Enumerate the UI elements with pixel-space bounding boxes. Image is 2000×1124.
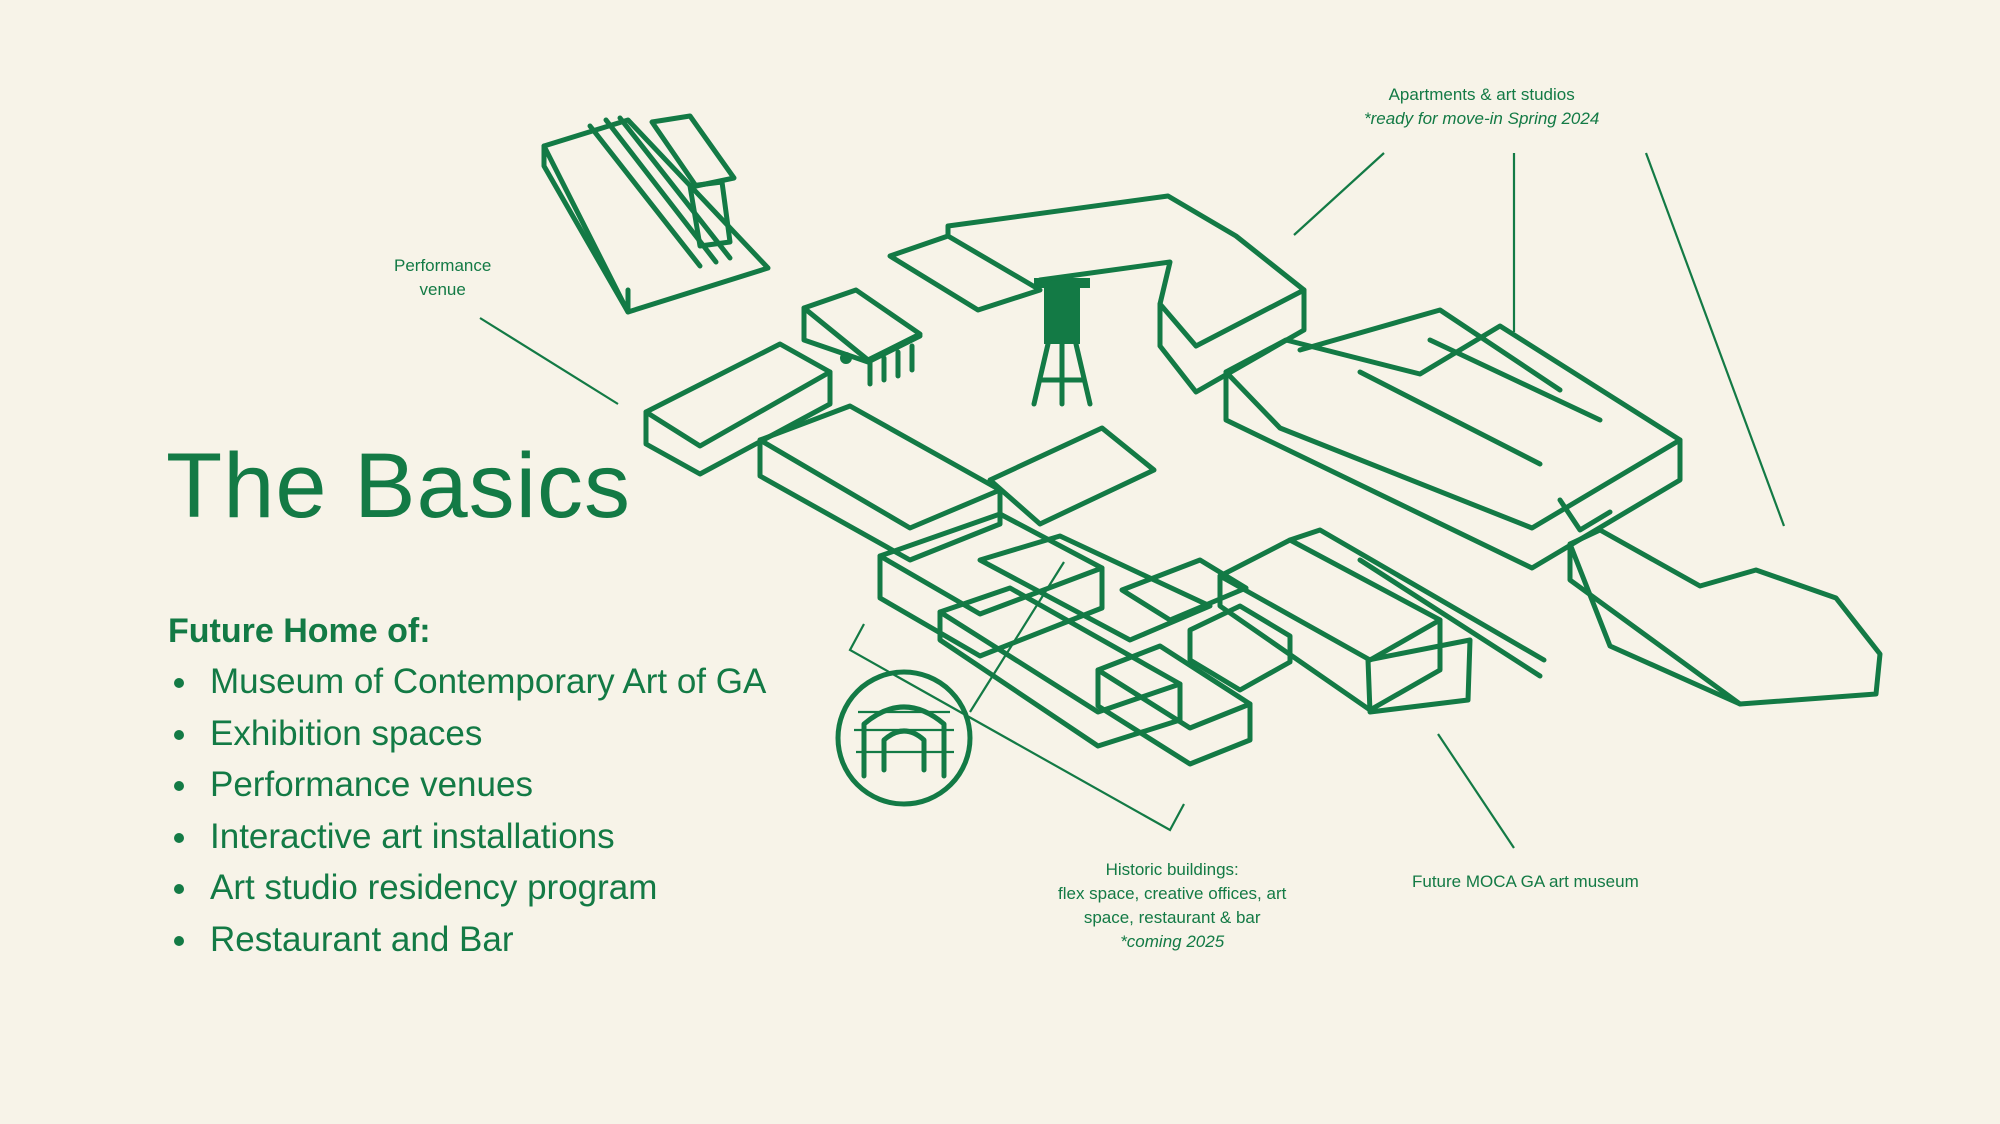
page-title: The Basics: [166, 435, 632, 537]
list-item: Performance venues: [170, 759, 766, 811]
leader-lines: [479, 152, 1786, 849]
label-apartments: Apartments & art studios *ready for move…: [1364, 85, 1600, 128]
archway-detail-icon: [835, 669, 973, 807]
list-item: Museum of Contemporary Art of GA: [170, 656, 766, 708]
list-item: Art studio residency program: [170, 862, 766, 914]
water-tower-icon: [1031, 278, 1093, 407]
performance-venue-building: [541, 113, 771, 315]
small-building: [801, 287, 923, 387]
label-museum: Future MOCA GA art museum: [1412, 872, 1639, 891]
list-item: Exhibition spaces: [170, 708, 766, 760]
feature-list: Museum of Contemporary Art of GA Exhibit…: [170, 656, 766, 965]
list-item: Restaurant and Bar: [170, 914, 766, 966]
apartments-building: [887, 193, 1683, 571]
label-historic-buildings: Historic buildings: flex space, creative…: [1058, 860, 1287, 951]
historic-buildings-left: [643, 341, 1293, 767]
museum-building: [1217, 527, 1883, 715]
section-subtitle: Future Home of:: [168, 612, 431, 650]
label-performance-venue: Performance venue: [394, 256, 492, 299]
list-item: Interactive art installations: [170, 811, 766, 863]
